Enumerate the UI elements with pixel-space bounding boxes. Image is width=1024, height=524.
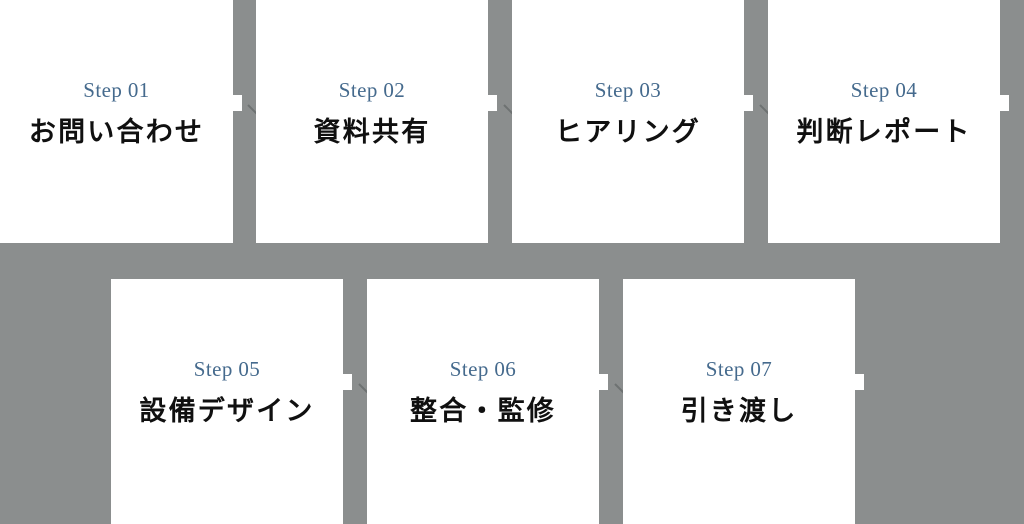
step-label-7: Step 07 [705,357,773,381]
step-card-3[interactable]: Step 03 ヒアリング [512,0,753,243]
step-label-3: Step 03 [594,78,662,102]
step-card-4[interactable]: Step 04 判断レポート [768,0,1009,243]
arrow-nub-4 [1000,95,1009,111]
step-card-7[interactable]: Step 07 引き渡し [623,279,864,524]
step-title-2: 資料共有 [313,117,431,148]
step-title-5: 設備デザイン [139,396,315,427]
arrow-nub-1 [233,95,242,111]
arrow-nub-5 [343,374,352,390]
arrow-nub-6 [599,374,608,390]
step-label-6: Step 06 [449,357,517,381]
step-card-1[interactable]: Step 01 お問い合わせ [0,0,242,243]
step-label-2: Step 02 [338,78,406,102]
step-card-5[interactable]: Step 05 設備デザイン [111,279,352,524]
step-label-1: Step 01 [83,78,150,102]
step-title-6: 整合・監修 [410,396,556,427]
step-title-3: ヒアリング [555,117,701,148]
step-card-6[interactable]: Step 06 整合・監修 [367,279,608,524]
step-title-4: 判断レポート [796,117,972,148]
step-title-1: お問い合わせ [28,117,205,148]
arrow-nub-7 [855,374,864,390]
step-label-4: Step 04 [850,78,918,102]
arrow-nub-3 [744,95,753,111]
step-card-2[interactable]: Step 02 資料共有 [256,0,497,243]
arrow-nub-2 [488,95,497,111]
step-title-7: 引き渡し [680,396,798,427]
step-label-5: Step 05 [193,357,261,381]
